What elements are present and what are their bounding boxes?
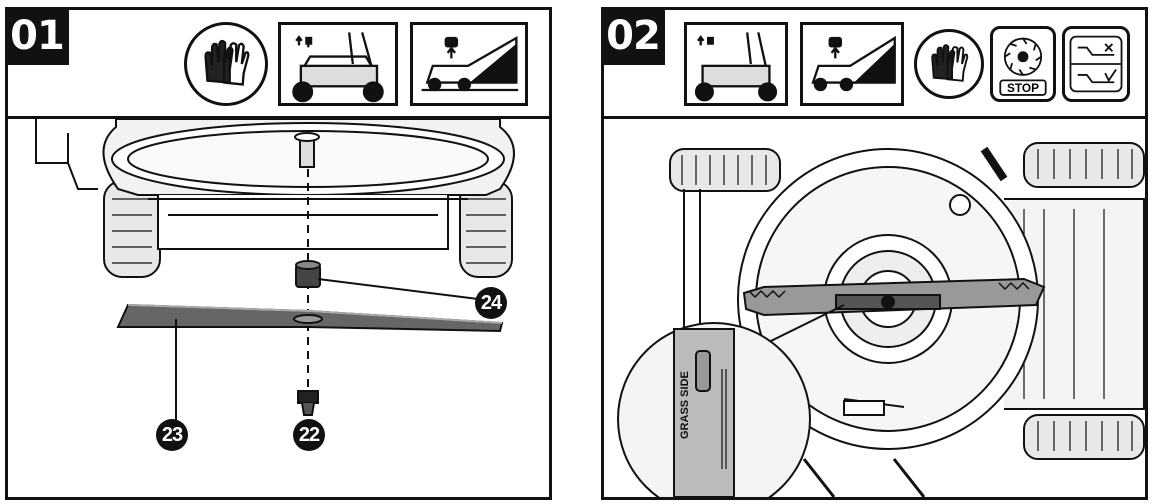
blade-removal-illustration <box>8 119 549 497</box>
callout-22: 22 <box>293 419 325 451</box>
step-number: 02 <box>601 7 665 65</box>
blade-orientation-illustration: GRASS SIDE <box>604 119 1145 497</box>
remove-spark-plug-icon <box>278 22 398 106</box>
step-number: 01 <box>5 7 69 65</box>
wear-inspection-icon <box>1062 26 1130 102</box>
header-divider <box>604 116 1145 119</box>
gloves-icon <box>914 29 984 99</box>
stop-label: STOP <box>1007 81 1039 95</box>
blade-side-label: GRASS SIDE <box>679 371 691 439</box>
blade-stop-icon: STOP <box>990 26 1056 102</box>
step-panel-2: 02 STOP <box>601 7 1148 500</box>
header-divider <box>8 116 549 119</box>
gloves-icon <box>184 22 268 106</box>
tip-mower-icon <box>800 22 904 106</box>
tip-mower-icon <box>410 22 528 106</box>
step-panel-1: 01 <box>5 7 552 500</box>
remove-spark-plug-icon <box>684 22 788 106</box>
callout-24: 24 <box>475 287 507 319</box>
callout-23: 23 <box>156 419 188 451</box>
